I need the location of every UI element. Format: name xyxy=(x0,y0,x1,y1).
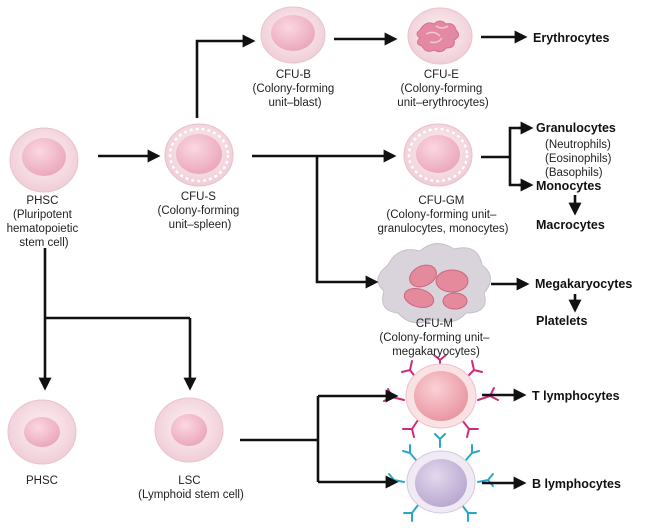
b-lymphocyte-cell xyxy=(388,433,494,522)
phsc-bottom-cell xyxy=(7,399,77,465)
cfu-gm-cell xyxy=(403,123,473,187)
phsc-label: PHSC (Pluripotent hematopoietic stem cel… xyxy=(7,195,82,249)
cfu-e-label: CFU-E (Colony-forming unit–erythrocytes) xyxy=(397,69,489,109)
cfu-b-label: CFU-B (Colony-forming unit–blast) xyxy=(252,69,337,109)
monocytes-label: Monocytes xyxy=(536,179,601,193)
granulocyte-types: (Neutrophils) (Eosinophils) (Basophils) xyxy=(545,139,615,179)
connector-lines xyxy=(38,30,582,490)
t-lymphocyte-cell xyxy=(383,354,499,438)
cfu-s-label: CFU-S (Colony-forming unit–spleen) xyxy=(157,191,242,231)
granulocytes-label: Granulocytes xyxy=(536,121,616,135)
cfu-e-cell xyxy=(407,7,473,65)
cfu-b-cell xyxy=(260,6,326,64)
phsc-cell xyxy=(9,127,79,193)
lsc-cell xyxy=(154,397,224,463)
megakaryocytes-label: Megakaryocytes xyxy=(535,277,632,291)
phsc-bottom-label: PHSC xyxy=(26,475,58,487)
erythrocytes-label: Erythrocytes xyxy=(533,31,609,45)
t-lymphocytes-label: T lymphocytes xyxy=(532,389,620,403)
cfu-gm-label: CFU-GM (Colony-forming unit– granulocyte… xyxy=(377,195,508,235)
cfu-m-label: CFU-M (Colony-forming unit– megakaryocyt… xyxy=(379,318,492,358)
macrocytes-label: Macrocytes xyxy=(536,218,605,232)
cfu-m-cell xyxy=(377,243,491,324)
lsc-label: LSC (Lymphoid stem cell) xyxy=(138,475,244,501)
b-lymphocytes-label: B lymphocytes xyxy=(532,477,621,491)
cfu-s-cell xyxy=(164,123,234,187)
platelets-label: Platelets xyxy=(536,314,587,328)
